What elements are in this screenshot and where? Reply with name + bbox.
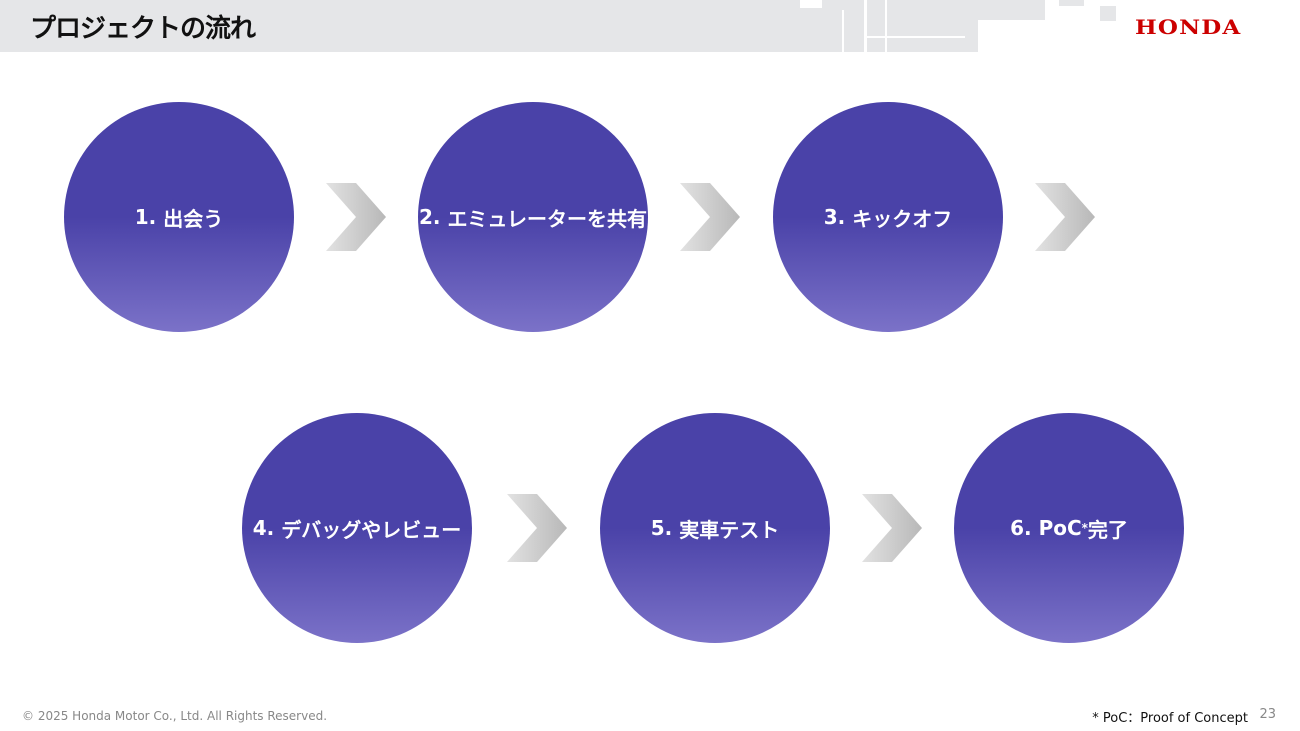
chevron-right-icon: [507, 494, 567, 562]
chevron-right-icon: [326, 183, 386, 251]
step-2: 2. エミュレーターを共有: [418, 102, 648, 332]
header-bar: [0, 0, 1065, 52]
page-number: 23: [1259, 707, 1276, 722]
copyright: © 2025 Honda Motor Co., Ltd. All Rights …: [22, 709, 328, 723]
chevron-right-icon: [1035, 183, 1095, 251]
step-1: 1. 出会う: [64, 102, 294, 332]
page-title: プロジェクトの流れ: [30, 14, 256, 44]
footnote: * PoC：Proof of Concept: [1092, 711, 1248, 726]
step-5: 5. 実車テスト: [600, 413, 830, 643]
step-3: 3. キックオフ: [773, 102, 1003, 332]
step-6: 6. PoC*完了: [954, 413, 1184, 643]
step-4: 4. デバッグやレビュー: [242, 413, 472, 643]
honda-logo: HONDA: [1135, 15, 1242, 39]
chevron-right-icon: [680, 183, 740, 251]
chevron-right-icon: [862, 494, 922, 562]
